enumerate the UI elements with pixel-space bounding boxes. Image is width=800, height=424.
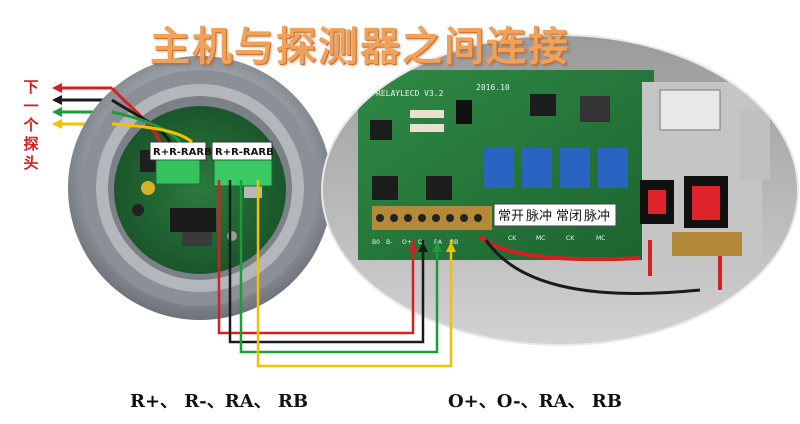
host-terminal-label-o-: O- [418, 239, 425, 246]
board-date: 2016.10 [476, 83, 510, 92]
next-detector-char-2: 一 [23, 97, 39, 115]
relay-4 [598, 148, 628, 188]
detector-terminal-label-2: R+R-RARB [215, 147, 274, 158]
detector-housing [68, 56, 332, 320]
next-detector-label: 下 一 个 探 头 [20, 78, 42, 173]
detector-terminal-block-1: R+R-RARB [149, 141, 212, 185]
relay-2 [522, 148, 552, 188]
relay-label-normally-closed: 常闭 [556, 209, 582, 224]
detector-wires [110, 86, 193, 144]
relay-3 [560, 148, 590, 188]
host-terminal-label-b0: B0 [372, 239, 380, 246]
board-label-ck-1: CK [508, 235, 517, 242]
next-detector-char-4: 探 [23, 135, 39, 153]
next-detector-char-1: 下 [23, 78, 39, 96]
detector-chip [170, 208, 216, 232]
host-board-photo: RELAYLECD V3.2 2016.10 B0 B- O+ O- RA RB… [322, 35, 798, 345]
relay-1 [484, 148, 514, 188]
board-model: RELAYLECD V3.2 [376, 89, 444, 98]
board-label-mc-1: MC [536, 235, 545, 242]
host-terminal-label-rb: RB [450, 239, 458, 246]
relay-label-pulse-2: 脉冲 [584, 209, 610, 224]
host-terminal-label-ra: RA [434, 239, 443, 246]
host-terminal-label-o+: O+ [402, 239, 412, 246]
relay-label-normally-open: 常开 [498, 209, 524, 224]
power-switch-2 [692, 186, 720, 220]
relay-label-pulse-1: 脉冲 [526, 209, 552, 224]
relay-output-label-card [493, 203, 617, 227]
next-detector-char-5: 头 [23, 154, 39, 172]
next-detector-char-3: 个 [23, 116, 39, 134]
connection-arrowheads [408, 242, 456, 252]
page-title: 主机与探测器之间连接 [150, 23, 570, 70]
board-label-mc-2: MC [596, 235, 605, 242]
board-label-ck-2: CK [566, 235, 575, 242]
host-terminals-caption: O+、O-、RA、 RB [448, 391, 622, 412]
connection-wires [217, 180, 453, 368]
power-switch-1 [648, 190, 666, 214]
detector-terminals-caption: R+、 R-、RA、 RB [130, 391, 309, 412]
host-terminal-label-b-: B- [386, 239, 392, 246]
detector-terminal-label-1: R+R-RARB [153, 147, 212, 158]
detector-terminal-block-2: R+R-RARB [211, 141, 274, 187]
